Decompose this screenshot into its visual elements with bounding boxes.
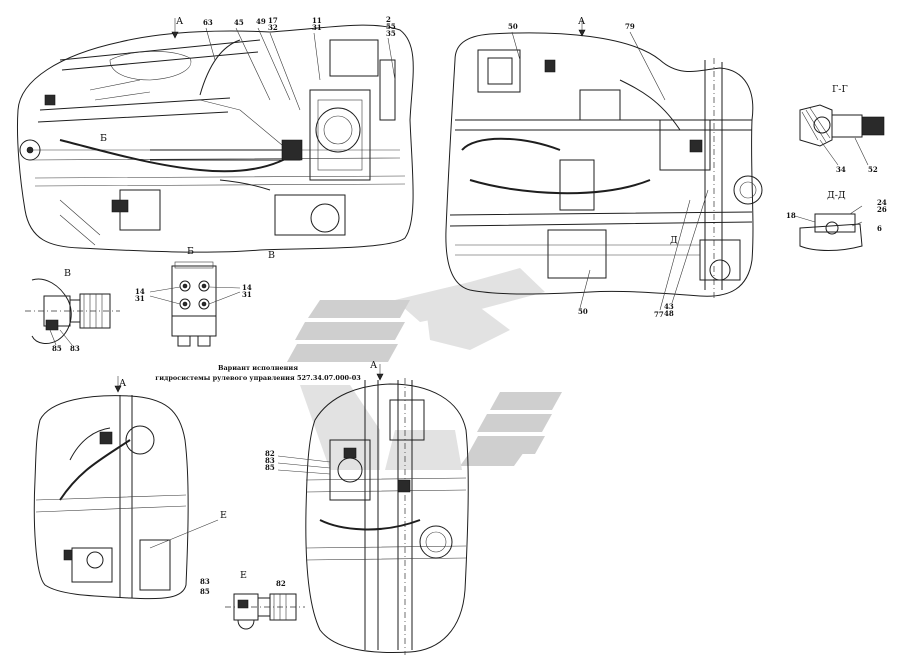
callout-24: 24 — [877, 198, 887, 207]
view-b-label: Б — [187, 246, 194, 257]
alt-view-center — [305, 364, 469, 655]
callout-11: 11 — [312, 16, 322, 25]
watermark-logo — [287, 268, 562, 470]
section-d-label: Д-Д — [827, 190, 846, 201]
callout-50-top: 50 — [508, 22, 518, 31]
view-e-block — [225, 593, 305, 630]
view-a-label-1: А — [176, 16, 184, 27]
callout-32: 32 — [268, 23, 278, 32]
callout-50-bottom: 50 — [578, 307, 588, 316]
callout-79: 79 — [625, 22, 635, 31]
callout-31-left: 31 — [135, 294, 145, 303]
alt-view-left — [33, 376, 189, 600]
section-g-label: Г-Г — [832, 84, 848, 95]
callout-31: 31 — [312, 23, 322, 32]
section-d-d — [794, 205, 863, 251]
callout-14-left: 14 — [135, 287, 145, 296]
main-view-right — [445, 20, 763, 300]
callout-82-center: 82 — [265, 449, 275, 458]
callout-83-center: 83 — [265, 456, 275, 465]
section-d-marker: Д — [670, 235, 678, 246]
view-e-marker: Е — [220, 510, 227, 521]
view-a-label-3: А — [119, 378, 127, 389]
callout-34: 34 — [836, 165, 846, 174]
callout-85-v: 85 — [52, 344, 62, 353]
callout-82-e: 82 — [276, 579, 286, 588]
main-view-left — [16, 18, 414, 253]
callout-85-e: 85 — [200, 587, 210, 596]
callout-43: 43 — [664, 302, 674, 311]
callout-14-right: 14 — [242, 283, 252, 292]
callout-6: 6 — [877, 224, 882, 233]
view-v-block — [25, 278, 120, 346]
callout-48: 48 — [664, 309, 674, 318]
callout-35: 35 — [386, 29, 396, 38]
callout-85-center: 85 — [265, 463, 275, 472]
callout-77: 77 — [654, 310, 664, 319]
view-v-marker: В — [268, 250, 275, 261]
view-v-label: В — [64, 268, 71, 279]
callout-17: 17 — [268, 16, 278, 25]
variant-caption-line1: Вариант исполнения — [218, 364, 298, 372]
callout-49: 49 — [256, 17, 266, 26]
view-b-marker: Б — [100, 133, 107, 144]
callout-83-v: 83 — [70, 344, 80, 353]
view-e-label: Е — [240, 570, 247, 581]
callout-83-e: 83 — [200, 577, 210, 586]
callout-45: 45 — [234, 18, 244, 27]
callout-63: 63 — [203, 18, 213, 27]
callout-31-right: 31 — [242, 290, 252, 299]
variant-caption-line2: гидросистемы рулевого управления 527.34.… — [155, 374, 361, 382]
callout-18: 18 — [786, 211, 796, 220]
section-g-g — [799, 104, 885, 166]
view-a-label-4: А — [370, 360, 378, 371]
callout-2: 2 — [386, 15, 391, 24]
callout-52: 52 — [868, 165, 878, 174]
view-b-block — [149, 261, 241, 347]
callout-55: 55 — [386, 22, 396, 31]
view-a-label-2: А — [578, 16, 586, 27]
callout-26: 26 — [877, 205, 887, 214]
